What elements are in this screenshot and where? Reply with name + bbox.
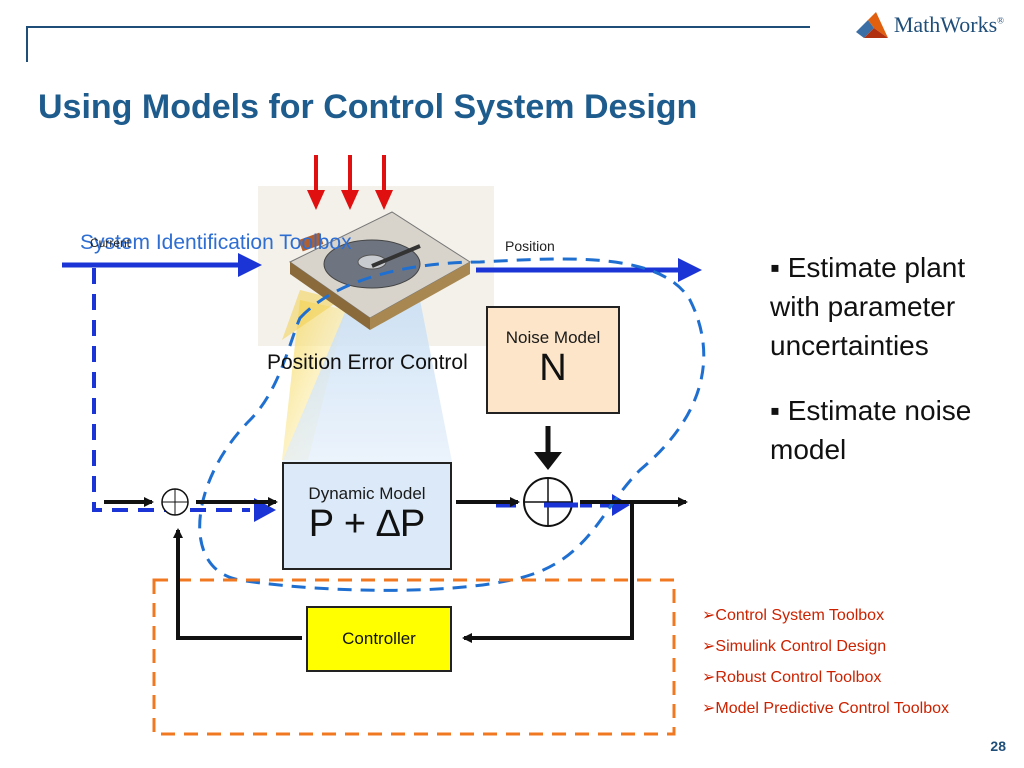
hard-disk-drive-icon xyxy=(289,211,471,330)
noise-model-label: Noise Model xyxy=(505,328,601,347)
mathworks-logo: MathWorks® xyxy=(854,10,1004,40)
model-estimation-region xyxy=(198,257,706,592)
toolbox-name: Control System Toolbox xyxy=(715,607,885,624)
system-identification-toolbox-label: System Identification Toolbox xyxy=(80,231,352,254)
toolbox-item: ➢Control System Toolbox xyxy=(702,607,885,624)
highlight-beam-left xyxy=(282,300,346,460)
page-number: 28 xyxy=(990,738,1006,754)
toolbox-item: ➢Robust Control Toolbox xyxy=(702,669,882,686)
controller-block: Controller xyxy=(306,606,452,672)
bullet-text: Estimate noise model xyxy=(770,395,972,465)
disturbance-arrows xyxy=(307,155,393,210)
highlight-beam xyxy=(282,300,452,462)
position-error-control-label: Position Error Control xyxy=(267,351,468,374)
bullet-item: ▪ Estimate plant with parameter uncertai… xyxy=(770,252,966,361)
noise-model-symbol: N xyxy=(539,347,567,389)
toolbox-name: Robust Control Toolbox xyxy=(715,669,882,686)
dynamic-model-block: Dynamic Model P + ∆P xyxy=(282,462,452,570)
toolbox-item: ➢Simulink Control Design xyxy=(702,638,887,655)
logo-wordmark: MathWorks® xyxy=(893,12,1004,37)
bullet-list: ▪ Estimate plant with parameter uncertai… xyxy=(770,248,1020,495)
controller-design-region xyxy=(152,578,676,736)
current-label: Current xyxy=(90,236,131,250)
summing-junction-noise xyxy=(523,477,578,527)
controller-label: Controller xyxy=(342,629,416,648)
bullet-item: ▪ Estimate noise model xyxy=(770,395,972,465)
position-arrow xyxy=(476,258,702,282)
bullet-text: Estimate plant with parameter uncertaint… xyxy=(770,252,966,361)
membrane-logo-icon xyxy=(855,12,888,38)
toolbox-name: Model Predictive Control Toolbox xyxy=(715,700,950,717)
header-rule xyxy=(26,26,810,28)
summing-junction-input xyxy=(161,488,189,516)
current-arrow xyxy=(62,253,262,277)
header-rule-left xyxy=(26,26,28,62)
position-label: Position xyxy=(505,238,555,254)
toolbox-name: Simulink Control Design xyxy=(715,638,887,655)
toolbox-item: ➢Model Predictive Control Toolbox xyxy=(702,700,950,717)
toolbox-list: ➢Control System Toolbox ➢Simulink Contro… xyxy=(702,600,949,724)
signal-lines xyxy=(104,426,688,643)
slide-title: Using Models for Control System Design xyxy=(38,88,698,126)
dynamic-model-symbol: P + ∆P xyxy=(308,503,426,545)
noise-model-block: Noise Model N xyxy=(486,306,620,414)
dynamic-model-label: Dynamic Model xyxy=(308,484,426,503)
